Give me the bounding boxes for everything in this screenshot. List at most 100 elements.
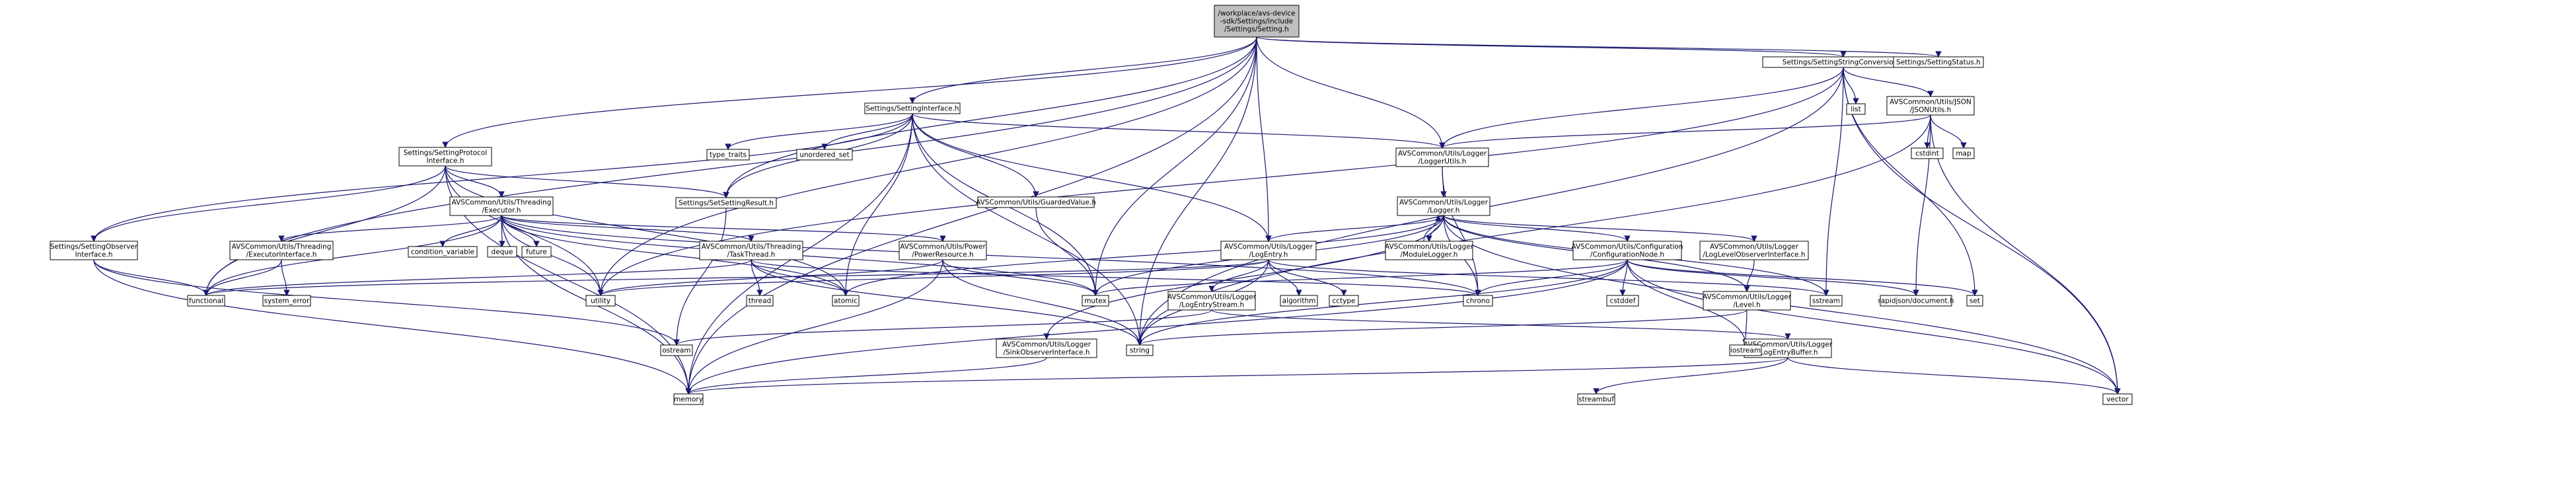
edge-execiface-to-syserr [281,259,290,296]
node-box-level [1703,291,1791,311]
node-root[interactable]: /workplace/avs-device-sdk/Settings/inclu… [1214,5,1300,38]
edge-executor-to-condvar [439,215,502,247]
node-loggerutils[interactable]: AVSCommon/Utils/Logger/LoggerUtils.h [1395,147,1489,167]
edge-observer-to-ostream [93,259,680,346]
edge-logbuffer-to-memory [685,357,1788,395]
node-guarded[interactable]: AVSCommon/Utils/GuardedValue.h [976,196,1096,208]
edge-setresult-to-ostream [673,208,727,346]
node-label-observer-line-0: Settings/SettingObserver [50,243,138,251]
node-logstream[interactable]: AVSCommon/Utils/Logger/LogEntryStream.h [1167,291,1257,311]
edge-logbuffer-to-streambuf [1593,357,1788,395]
edge-confignode-to-string [1136,259,1628,346]
edge-root-to-memory [685,36,1257,395]
node-iostream: iostream [1729,344,1762,356]
node-modulelogger[interactable]: AVSCommon/Utils/Logger/ModuleLogger.h [1385,241,1474,260]
node-box-cstddef [1606,295,1639,307]
node-label-memory-line-0: memory [674,396,703,404]
edge-root-to-loggerutils [1256,36,1446,149]
edge-power-to-mutex [942,259,1099,296]
node-label-logger-line-1: /Logger.h [1428,207,1460,215]
edge-iface-to-atomic [842,113,913,296]
node-mutex: mutex [1082,295,1109,307]
node-label-logger-line-0: AVSCommon/Utils/Logger [1399,199,1489,207]
edge-modulelogger-to-logger [1423,215,1442,242]
edge-conv-to-loggerutils [1439,67,1844,149]
node-taskthread[interactable]: AVSCommon/Utils/Threading/TaskThread.h [699,241,803,260]
edge-proto-to-utility [445,165,604,296]
node-power[interactable]: AVSCommon/Utils/Power/PowerResource.h [899,241,987,260]
node-box-streambuf [1577,393,1615,405]
node-set: set [1966,295,1983,307]
node-label-status-line-0: Settings/SettingStatus.h [1896,59,1981,67]
edge-executor-to-taskthread [501,215,754,242]
node-executor[interactable]: AVSCommon/Utils/Threading/Executor.h [449,196,554,216]
node-label-thread-line-0: thread [749,297,771,305]
edge-executor-to-chrono [501,215,1481,296]
node-sinkobs[interactable]: AVSCommon/Utils/Logger/SinkObserverInter… [996,338,1097,358]
node-thread: thread [746,295,774,307]
node-setresult[interactable]: Settings/SetSettingResult.h [675,197,777,209]
node-cctype: cctype [1329,295,1359,307]
edge-proto-to-functional [203,165,446,296]
node-label-logentry-line-1: /LogEntry.h [1249,251,1288,259]
node-label-taskthread-line-1: /TaskThread.h [727,251,776,259]
node-logentry[interactable]: AVSCommon/Utils/Logger/LogEntry.h [1220,241,1317,260]
node-iface[interactable]: Settings/SettingInterface.h [864,102,961,114]
node-box-sstream [1810,295,1843,307]
node-box-power [899,241,987,260]
node-deque: deque [487,246,517,258]
node-box-setresult [675,197,777,209]
node-label-cstddef-line-0: cstddef [1610,297,1636,305]
node-box-string [1126,344,1154,356]
node-label-level-line-1: /Level.h [1733,301,1760,309]
edge-observer-to-functional [93,259,209,296]
node-label-conv-line-0: Settings/SettingStringConversion.h [1783,59,1904,67]
node-levelobs[interactable]: AVSCommon/Utils/Logger/LogLevelObserverI… [1699,241,1809,260]
edge-json-to-vector [1930,114,2121,395]
edge-root-to-setresult [723,36,1257,198]
edge-confignode-to-rapidjson [1627,259,1919,296]
node-box-modulelogger [1385,241,1473,260]
node-functional: functional [187,295,225,307]
node-box-rapidjson [1880,295,1952,307]
node-label-iface-line-0: Settings/SettingInterface.h [865,105,959,113]
node-confignode[interactable]: AVSCommon/Utils/Configuration/Configurat… [1571,241,1683,260]
edge-iface-to-uset [821,113,913,150]
node-label-mutex-line-0: mutex [1084,297,1107,305]
edge-conv-to-json [1843,67,1934,97]
node-streambuf: streambuf [1577,393,1615,405]
edge-root-to-string [1136,36,1257,346]
edge-logger-to-sinkobs [1043,215,1444,340]
node-json[interactable]: AVSCommon/Utils/JSON/JSONUtils.h [1886,96,1975,116]
node-label-power-line-1: /PowerResource.h [912,251,973,259]
node-execiface[interactable]: AVSCommon/Utils/Threading/ExecutorInterf… [229,241,334,260]
node-level[interactable]: AVSCommon/Utils/Logger/Level.h [1703,291,1792,311]
edge-iface-to-typetraits [725,113,913,150]
node-label-functional-line-0: functional [189,297,223,305]
node-logger[interactable]: AVSCommon/Utils/Logger/Logger.h [1397,196,1490,216]
node-box-utility [585,295,616,307]
node-conv[interactable]: Settings/SettingStringConversion.h [1762,56,1925,68]
edge-iface-to-string [912,113,1143,346]
edge-power-to-string [942,259,1143,346]
node-label-execiface-line-0: AVSCommon/Utils/Threading [232,243,332,251]
edge-confignode-to-chrono [1475,259,1628,296]
node-status[interactable]: Settings/SettingStatus.h [1893,56,1984,68]
node-box-taskthread [699,241,803,260]
edge-observer-to-memory [93,259,692,395]
node-label-uset-line-0: unordered_set [799,151,850,159]
node-label-logbuffer-line-0: AVSCommon/Utils/Logger [1744,341,1833,349]
node-cstdint: cstdint [1911,147,1944,159]
edge-level-to-string [1136,309,1748,346]
node-box-logstream [1167,291,1256,311]
node-label-taskthread-line-0: AVSCommon/Utils/Threading [702,243,801,251]
node-box-levelobs [1699,241,1809,260]
node-label-level-line-0: AVSCommon/Utils/Logger [1703,293,1792,301]
node-label-observer-line-1: Interface.h [75,251,112,259]
edge-proto-to-observer [91,165,446,242]
node-label-utility-line-0: utility [591,297,610,305]
edge-logger-to-atomic [842,215,1444,296]
node-box-loggerutils [1395,147,1489,167]
